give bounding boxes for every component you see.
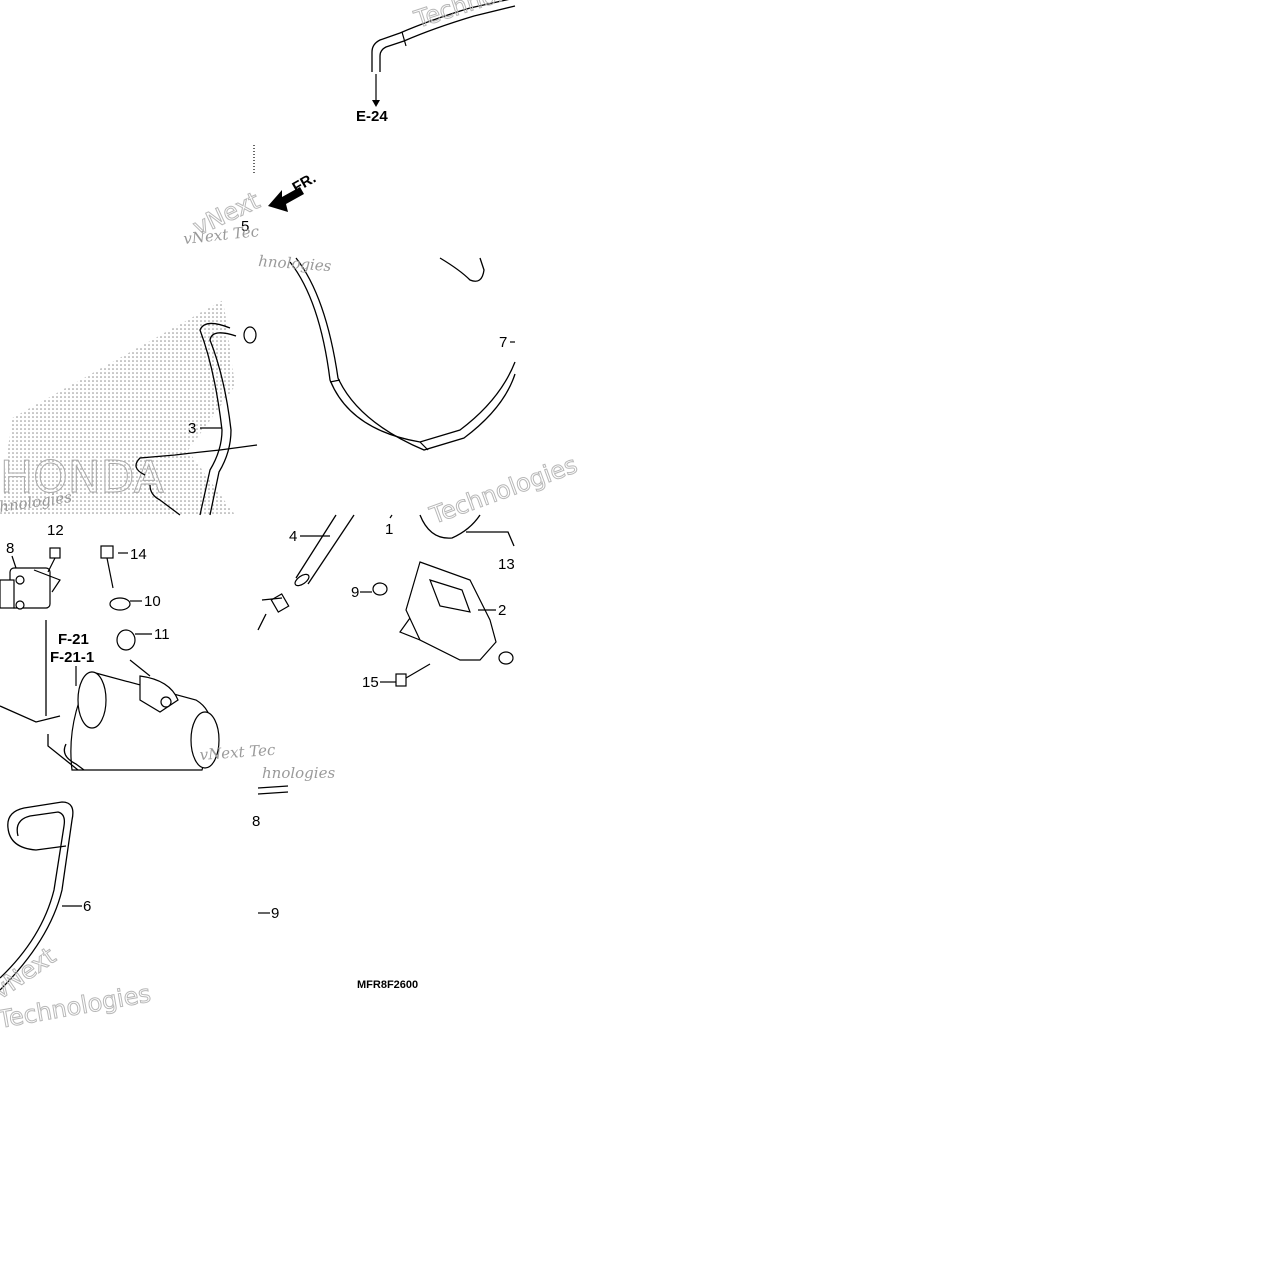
- ref-e24: E-24: [356, 108, 388, 125]
- watermark: vNext: [0, 942, 61, 1005]
- tile-bottom-center: hnologies 8 9 MFR8F2600: [252, 764, 418, 991]
- tile-left-low: 8 12 14 10 11 F-21 F-21-1 vNext Tec: [0, 522, 277, 771]
- label-13: 13: [498, 556, 515, 573]
- tile-left-mid: HONDA 3 5 vNext Tec vNext hnologies: [0, 145, 265, 516]
- ref-f21: F-21: [58, 631, 89, 648]
- watermark: Technologies: [410, 0, 566, 34]
- watermark: hnologies: [258, 252, 333, 275]
- label-3: 3: [188, 420, 196, 437]
- label-5: 5: [241, 218, 249, 235]
- diagram-code: MFR8F2600: [357, 979, 418, 991]
- label-9b: 9: [271, 905, 279, 922]
- label-10: 10: [144, 593, 161, 610]
- label-14: 14: [130, 546, 147, 563]
- tile-top: E-24 Technologies: [356, 0, 567, 125]
- label-15: 15: [362, 674, 379, 691]
- honda-logo-text: HONDA: [0, 452, 164, 503]
- arrow-down-icon: [372, 100, 380, 107]
- label-8: 8: [6, 540, 14, 557]
- label-6: 6: [83, 898, 91, 915]
- watermark: hnologies: [262, 764, 335, 782]
- tile-center-mid: FR. 7 hnologies: [258, 170, 516, 451]
- tile-center-low: 4 2 1 13 9 15 Technologies: [257, 450, 581, 691]
- label-11: 11: [154, 626, 170, 643]
- front-arrow-icon: [268, 187, 304, 212]
- ref-f21-1: F-21-1: [50, 649, 94, 666]
- label-9: 9: [351, 584, 359, 601]
- watermark: Technologies: [426, 451, 581, 530]
- label-8b: 8: [252, 813, 260, 830]
- tile-bottom-left: 6 vNext Technologies: [0, 801, 153, 1035]
- watermark: vNext Tec: [199, 741, 277, 764]
- label-12: 12: [47, 522, 64, 539]
- label-2: 2: [498, 602, 506, 619]
- label-7: 7: [499, 334, 507, 351]
- label-1: 1: [385, 521, 393, 538]
- label-4: 4: [289, 528, 297, 545]
